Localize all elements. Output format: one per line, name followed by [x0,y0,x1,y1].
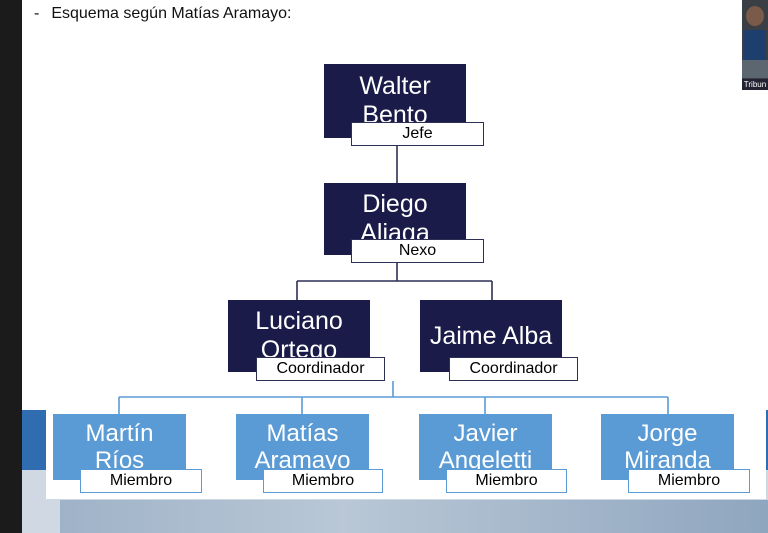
heading-text: Esquema según Matías Aramayo: [51,5,292,22]
slide-footer-stripe [60,500,768,533]
node-member-2-name: Matías Aramayo [254,420,351,474]
tag-boss-role: Jefe [351,122,484,146]
tag-member-3-role: Miembro [446,469,567,493]
node-member-4-name: Jorge Miranda [624,420,711,474]
person-head [746,6,764,26]
tag-coordinator-2-role: Coordinador [449,357,578,381]
desk [742,60,768,78]
node-member-1-name: Martín Ríos [85,420,154,474]
slide-heading: -Esquema según Matías Aramayo: [34,5,291,23]
node-coordinator-2-name: Jaime Alba [429,321,553,350]
tag-link-role: Nexo [351,239,484,263]
video-thumbnail[interactable]: Tribun [742,0,768,90]
tag-member-4-role: Miembro [628,469,750,493]
bullet-dash: - [34,5,40,22]
tag-member-2-role: Miembro [263,469,383,493]
video-caption: Tribun [742,79,768,90]
node-link: Diego Aliaga [324,183,466,255]
person-body [744,30,766,60]
left-black-edge [0,0,22,533]
tag-member-1-role: Miembro [80,469,202,493]
tag-coordinator-1-role: Coordinador [256,357,385,381]
node-member-3-name: Javier Angeletti [438,420,533,474]
